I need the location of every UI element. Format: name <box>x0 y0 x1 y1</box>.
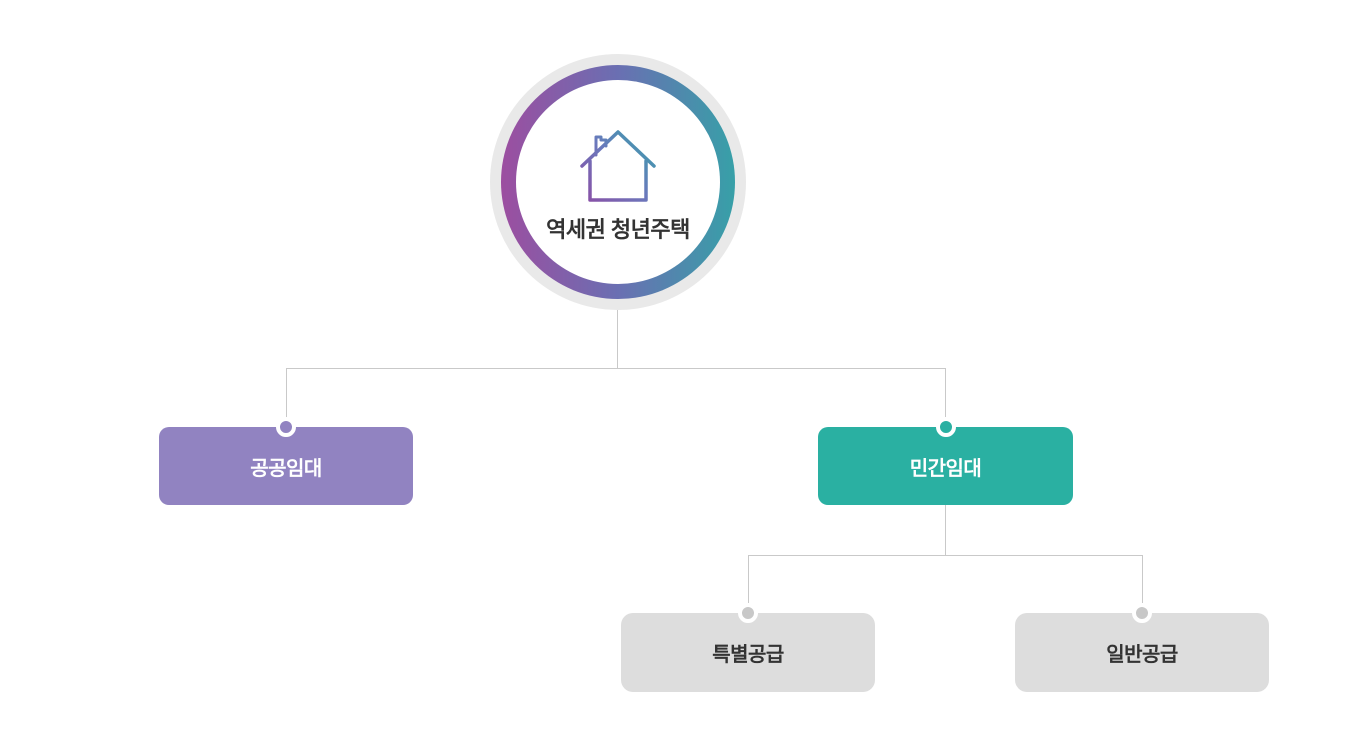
house-icon <box>580 130 656 202</box>
connector-dot-general <box>1132 603 1152 623</box>
connector-dot-special <box>738 603 758 623</box>
node-public-rental-label: 공공임대 <box>250 457 322 480</box>
connector-level1-right-drop <box>945 368 946 418</box>
root-node-inner: 역세권 청년주택 <box>516 80 720 284</box>
node-special-supply: 특별공급 <box>621 603 875 692</box>
connector-level2-horizontal <box>748 555 1143 556</box>
node-public-rental: 공공임대 <box>159 417 413 505</box>
node-general-supply: 일반공급 <box>1015 603 1269 692</box>
connector-level1-horizontal <box>286 368 946 369</box>
node-private-rental-label: 민간임대 <box>909 457 982 480</box>
root-node-gradient-ring: 역세권 청년주택 <box>501 65 735 299</box>
connector-level2-left-drop <box>748 555 749 603</box>
root-label: 역세권 청년주택 <box>546 217 690 242</box>
node-private-rental: 민간임대 <box>818 417 1073 505</box>
connector-root-vertical <box>617 310 618 368</box>
node-general-supply-label: 일반공급 <box>1106 644 1178 666</box>
connector-level1-left-drop <box>286 368 287 418</box>
connector-private-vertical <box>945 505 946 555</box>
node-special-supply-label: 특별공급 <box>712 644 784 666</box>
connector-level2-right-drop <box>1142 555 1143 603</box>
root-node: 역세권 청년주택 <box>490 54 746 310</box>
connector-dot-private <box>935 417 956 437</box>
connector-dot-public <box>276 417 296 437</box>
